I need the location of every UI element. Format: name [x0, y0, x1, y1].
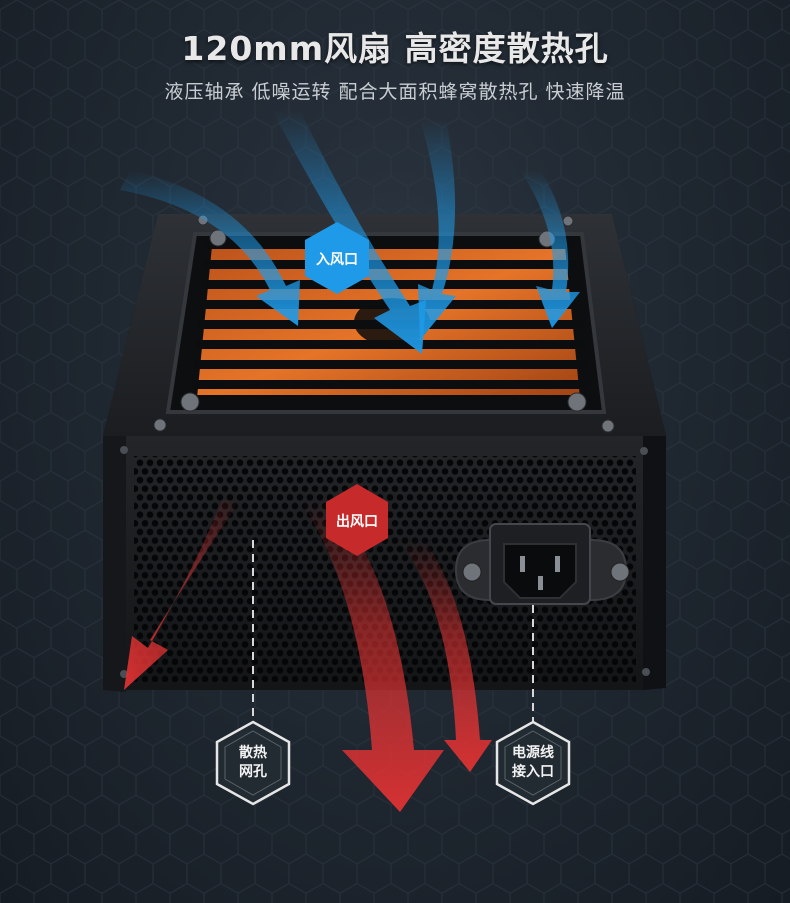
intake-badge-label: 入风口 [316, 252, 358, 268]
inlet-callout-line1: 电源线 [512, 745, 554, 761]
inlet-callout-text: 电源线 接入口 [505, 744, 561, 782]
psu-side-face [103, 214, 158, 692]
intake-arrow-left [120, 170, 300, 326]
intake-arrow-right [520, 170, 580, 328]
vent-callout-hexagon [215, 720, 291, 806]
intake-arrow-center-right [418, 120, 456, 340]
inlet-callout-hexagon [495, 720, 571, 806]
power-inlet [454, 523, 630, 605]
exhaust-arrow-left [124, 500, 240, 690]
vent-callout-line2: 网孔 [239, 764, 267, 780]
exhaust-badge-label: 出风口 [336, 513, 378, 530]
psu-right-side-face [612, 214, 666, 690]
intake-badge: 入风口 [305, 222, 369, 294]
front-screws [120, 446, 650, 678]
page-subtitle: 液压轴承 低噪运转 配合大面积蜂窝散热孔 快速降温 [164, 81, 626, 103]
vent-callout-line1: 散热 [239, 745, 267, 761]
exhaust-badge: 出风口 [326, 484, 388, 556]
exhaust-arrow-right [400, 540, 492, 772]
exhaust-arrow-center [300, 500, 444, 812]
page-title: 120mm风扇 高密度散热孔 [181, 29, 609, 68]
inlet-callout-line2: 接入口 [512, 764, 554, 780]
vent-callout-text: 散热 网孔 [225, 744, 281, 782]
